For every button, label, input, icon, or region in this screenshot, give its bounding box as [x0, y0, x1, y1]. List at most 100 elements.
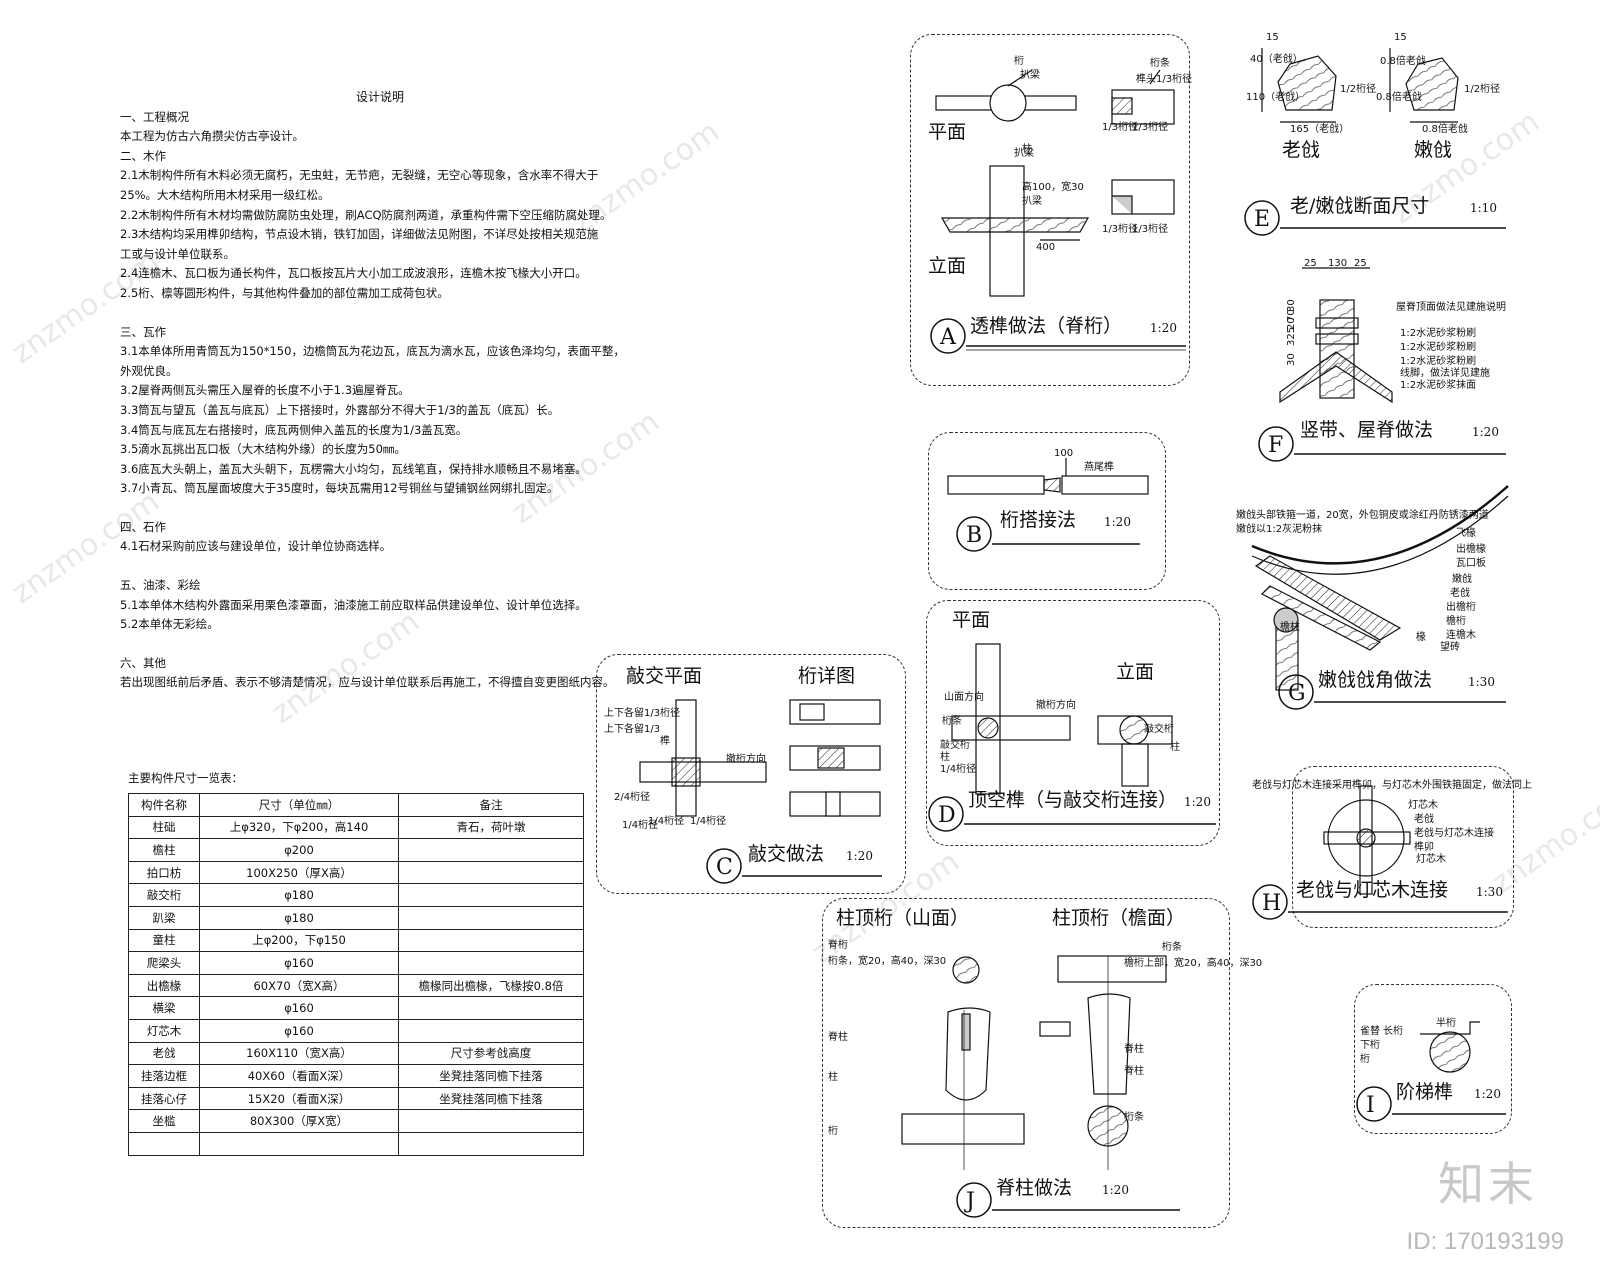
- detailG-label: 瓦口板: [1456, 556, 1486, 569]
- detailA-label: 高100，宽30: [1022, 180, 1084, 193]
- notes-line: 2.3木结构均采用榫卯结构，节点设木销，铁钉加固，详细做法见附图，不详尽处按相关…: [120, 227, 599, 242]
- detail-g: [1251, 485, 1509, 710]
- detailJ-label: 脊桁: [828, 938, 848, 951]
- table-cell: 40X60（看面X深）: [199, 1064, 399, 1088]
- image-id: ID: 170193199: [1406, 1228, 1564, 1255]
- detailD-label: 敲交桁: [940, 738, 970, 751]
- detail-e-scale: 1:10: [1470, 201, 1497, 215]
- detail-a: [930, 69, 1186, 354]
- detailE-label: 0.8倍老戗: [1380, 54, 1426, 67]
- detail-d: [928, 643, 1216, 832]
- detailA-label: 扒梁: [1020, 68, 1040, 81]
- detailB-label: 100: [1054, 448, 1073, 459]
- detail-i-title: 阶梯榫: [1396, 1081, 1453, 1103]
- notes-line: 若出现图纸前后矛盾、表示不够清楚情况，应与设计单位联系后再施工，不得擅自变更图纸…: [120, 675, 615, 690]
- notes-line: 2.4连檐木、瓦口板为通长构件，瓦口板按瓦片大小加工成波浪形，连檐木按飞椽大小开…: [120, 266, 587, 281]
- brand-logo: 知末: [1438, 1157, 1538, 1211]
- detailJ-label: 桁: [828, 1124, 838, 1137]
- detailA-label: 1/3桁径: [1132, 222, 1168, 235]
- detail-j-right-label: 柱顶桁（檐面）: [1052, 907, 1185, 929]
- table-cell: 挂落边框: [128, 1064, 200, 1088]
- detail-f-title: 竖带、屋脊做法: [1300, 419, 1433, 441]
- table-cell: 上φ320，下φ200，高140: [199, 815, 399, 840]
- detail-j-scale: 1:20: [1102, 1183, 1129, 1197]
- detailG-label: 飞椽: [1456, 526, 1476, 539]
- notes-line: 六、其他: [120, 655, 166, 670]
- panel-detail-j: [822, 898, 1230, 1228]
- detail-f-letter: F: [1268, 433, 1283, 458]
- detailD-label: 柱: [940, 750, 950, 763]
- detailH-label: 灯芯木: [1416, 852, 1446, 865]
- table-cell: [398, 1131, 584, 1156]
- detailJ-label: 檐桁上部，宽20，高40，深30: [1124, 956, 1262, 969]
- notes-line: 3.1本单体所用青筒瓦为150*150，边檐筒瓦为花边瓦，底瓦为滴水瓦，应该色泽…: [120, 344, 625, 359]
- detail-h-scale: 1:30: [1476, 885, 1503, 899]
- detail-h-letter: H: [1262, 891, 1281, 916]
- detail-d-letter: D: [938, 803, 956, 828]
- table-cell: [398, 1018, 584, 1043]
- table-cell: 尺寸参考戗高度: [398, 1041, 584, 1066]
- detail-d-plan-label: 平面: [952, 609, 990, 631]
- detailF-label: 线脚，做法详见建施: [1400, 366, 1490, 379]
- detailA-label: 400: [1036, 242, 1055, 253]
- detailH-label: 老戗与灯芯木连接采用榫卯，与灯芯木外围铁箍固定，做法同上: [1252, 778, 1532, 791]
- notes-line: 3.6底瓦大头朝上，盖瓦大头朝下，瓦楞需大小均匀，瓦线笔直，保持排水顺畅且不易堵…: [120, 461, 587, 476]
- detailE-label: 40（老戗）: [1250, 52, 1303, 65]
- detailF-label: 325: [1286, 327, 1297, 346]
- detailJ-label: 柱: [828, 1070, 838, 1083]
- detail-f-scale: 1:20: [1472, 425, 1499, 439]
- detailF-label: 130: [1328, 258, 1347, 269]
- detail-j: [901, 955, 1180, 1218]
- detailF-label: 25: [1304, 258, 1317, 269]
- table-cell: 160X110（宽X高）: [199, 1041, 399, 1066]
- detailF-label: 20: [1286, 317, 1297, 330]
- notes-title: 设计说明: [355, 90, 404, 104]
- detailC-label: 撤桁方向: [726, 752, 766, 765]
- detail-d-title: 顶空榫（与敲交桁连接）: [968, 789, 1177, 811]
- detail-b-scale: 1:20: [1104, 515, 1131, 529]
- detailA-label: 1/3桁径: [1132, 120, 1168, 133]
- detail-j-letter: J: [964, 1189, 975, 1214]
- detailC-label: 1/4桁径: [690, 814, 726, 827]
- detailC-label: 上下各留1/3桁径: [604, 706, 680, 719]
- notes-line: 3.4筒瓦与底瓦左右搭接时，底瓦两侧伸入盖瓦的长度为1/3盖瓦宽。: [120, 422, 468, 437]
- detailD-label: 柱: [1170, 740, 1180, 753]
- detail-j-title: 脊柱做法: [996, 1177, 1072, 1199]
- detailD-label: 撤桁方向: [1036, 698, 1076, 711]
- notes-line: 四、石作: [120, 519, 166, 534]
- detailC-label: 1/4桁径: [622, 818, 658, 831]
- detailF-label: 1:2水泥砂浆粉刷: [1400, 340, 1476, 353]
- detailE-label: 15: [1266, 32, 1279, 43]
- detailE-label: 165（老戗）: [1290, 122, 1349, 135]
- detailA-label: 扒梁: [1014, 146, 1034, 159]
- detailE-label: 1/2桁径: [1340, 82, 1376, 95]
- panel-detail-h: [1292, 766, 1514, 928]
- table-cell: 坐凳挂落同檐下挂落: [398, 1086, 584, 1111]
- panel-detail-b: [928, 432, 1166, 590]
- detailG-label: 出檐椽: [1456, 542, 1486, 555]
- table-row: [128, 1131, 584, 1156]
- detailH-label: 老戗与灯芯木连接: [1414, 826, 1494, 839]
- detailH-label: 老戗: [1414, 812, 1434, 825]
- detail-a-scale: 1:20: [1150, 321, 1177, 335]
- table-cell: 挂落心仔: [128, 1086, 200, 1111]
- detail-a-labels: 桁扒梁桁条榫头1/3桁径1/3桁径1/3桁径扒梁柱高100，宽30扒梁1/3桁径…: [1014, 54, 1192, 253]
- detailJ-label: 桁条，宽20，高40，深30: [828, 954, 946, 967]
- detail-c-plan-label: 敲交平面: [626, 665, 702, 687]
- detailA-label: 柱: [1022, 142, 1032, 155]
- notes-line: 外观优良。: [120, 363, 178, 378]
- detailF-label: 1:2水泥砂浆粉刷: [1400, 354, 1476, 367]
- notes-line: 3.7小青瓦、筒瓦屋面坡度大于35度时，每块瓦需用12号铜丝与望铺钢丝网绑扎固定…: [120, 481, 559, 496]
- detail-b-title: 桁搭接法: [1000, 509, 1076, 531]
- detailA-label: 1/3桁径: [1102, 120, 1138, 133]
- detail-d-scale: 1:20: [1184, 795, 1211, 809]
- detailF-label: 30: [1286, 299, 1297, 312]
